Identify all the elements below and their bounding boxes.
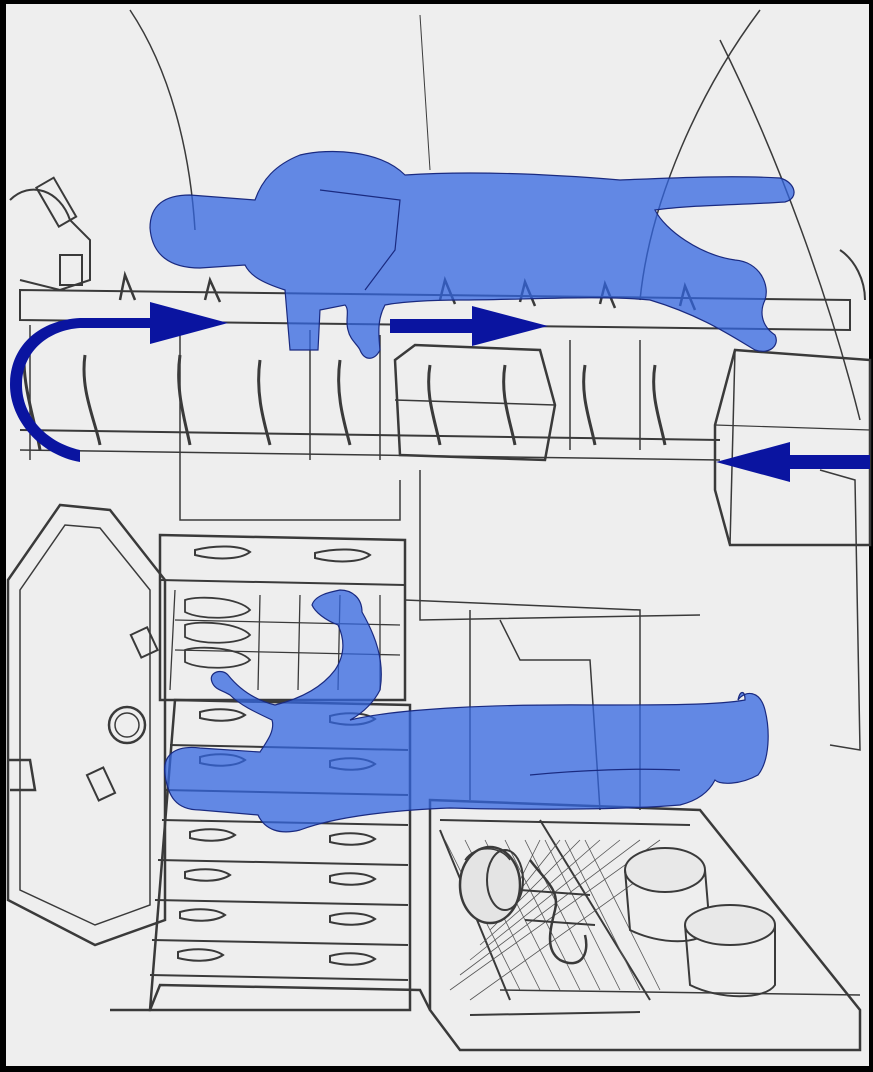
sketch-svg bbox=[0, 0, 873, 1072]
illustration-canvas bbox=[0, 0, 873, 1072]
